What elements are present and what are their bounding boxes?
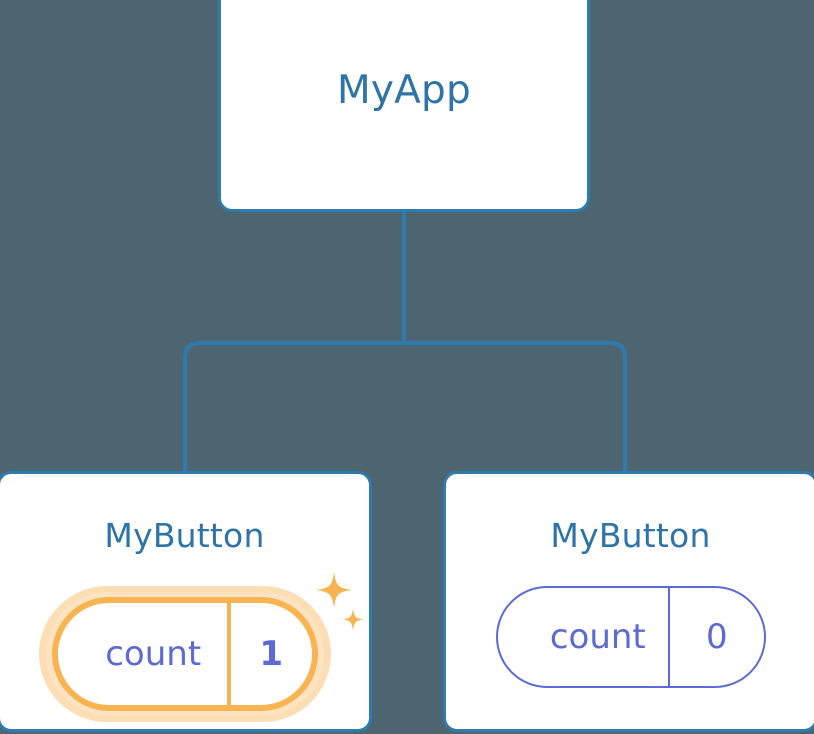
node-mybutton-left[interactable]: MyButton count 1 — [0, 471, 372, 732]
state-pill-left-wrap: count 1 — [0, 586, 369, 722]
state-pill-left-glow: count 1 — [38, 586, 331, 722]
state-value-right: 0 — [705, 617, 728, 657]
state-value-left: 1 — [259, 634, 284, 674]
node-mybutton-left-title: MyButton — [104, 516, 265, 555]
state-pill-right-wrap: count 0 — [446, 586, 814, 688]
edge-to-right-child — [404, 341, 627, 471]
state-key-left: count — [58, 603, 231, 705]
node-mybutton-right[interactable]: MyButton count 0 — [443, 471, 814, 732]
node-myapp-title: MyApp — [337, 68, 471, 113]
state-pill-left[interactable]: count 1 — [51, 597, 318, 711]
state-pill-right[interactable]: count 0 — [495, 586, 766, 688]
edge-to-left-child — [183, 341, 404, 471]
node-mybutton-right-title: MyButton — [550, 516, 711, 555]
state-key-right: count — [498, 588, 671, 686]
node-myapp[interactable]: MyApp — [218, 0, 590, 212]
